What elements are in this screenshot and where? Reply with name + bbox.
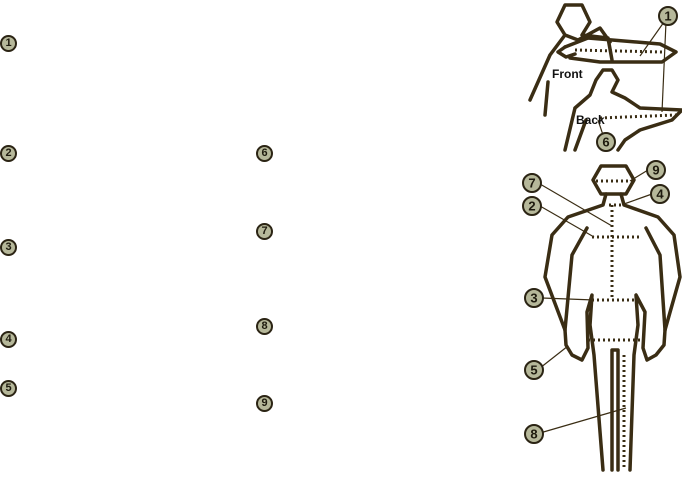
measurement-badge-6: 6 — [256, 145, 273, 162]
svg-text:2: 2 — [528, 199, 535, 214]
measurement-badge-9: 9 — [256, 395, 273, 412]
figure-badge-3: 3 — [524, 288, 544, 308]
full-body-right-side — [619, 192, 682, 472]
measurement-badge-3: 3 — [0, 239, 17, 256]
figure-badge-1: 1 — [658, 6, 678, 26]
full-body-crotch — [610, 348, 620, 472]
figure-badge-6: 6 — [596, 132, 616, 152]
measurement-badge-2: 2 — [0, 145, 17, 162]
figure-badge-2: 2 — [522, 196, 542, 216]
measurement-badge-1: 1 — [0, 35, 17, 52]
figure-badge-5: 5 — [524, 360, 544, 380]
svg-text:8: 8 — [530, 427, 537, 442]
full-body-head — [591, 164, 636, 196]
measurement-badge-8: 8 — [256, 318, 273, 335]
full-body-right-arm-inner — [644, 226, 667, 332]
back-label: Back — [576, 113, 605, 127]
measurement-badge-7: 7 — [256, 223, 273, 240]
svg-text:9: 9 — [652, 163, 659, 178]
full-body-left-arm-inner — [563, 226, 589, 332]
front-hand — [556, 45, 577, 59]
full-body-left-side — [543, 192, 608, 472]
svg-text:3: 3 — [530, 291, 537, 306]
measurement-badge-5: 5 — [0, 380, 17, 397]
figure-badge-9: 9 — [646, 160, 666, 180]
svg-text:1: 1 — [664, 9, 671, 24]
front-arm-outline — [563, 36, 678, 64]
figure-badge-7: 7 — [522, 173, 542, 193]
figure-badge-4: 4 — [650, 184, 670, 204]
svg-text:7: 7 — [528, 176, 535, 191]
back-figure-outline — [563, 68, 682, 152]
front-figure-outline — [528, 3, 614, 117]
svg-text:6: 6 — [602, 135, 609, 150]
svg-text:4: 4 — [656, 187, 664, 202]
figure-badge-8: 8 — [524, 424, 544, 444]
front-label: Front — [552, 67, 583, 81]
measure-line-sleeve-back — [599, 113, 677, 120]
svg-text:5: 5 — [530, 363, 537, 378]
measure-line-sleeve-front — [574, 48, 663, 54]
measurement-badge-4: 4 — [0, 331, 17, 348]
